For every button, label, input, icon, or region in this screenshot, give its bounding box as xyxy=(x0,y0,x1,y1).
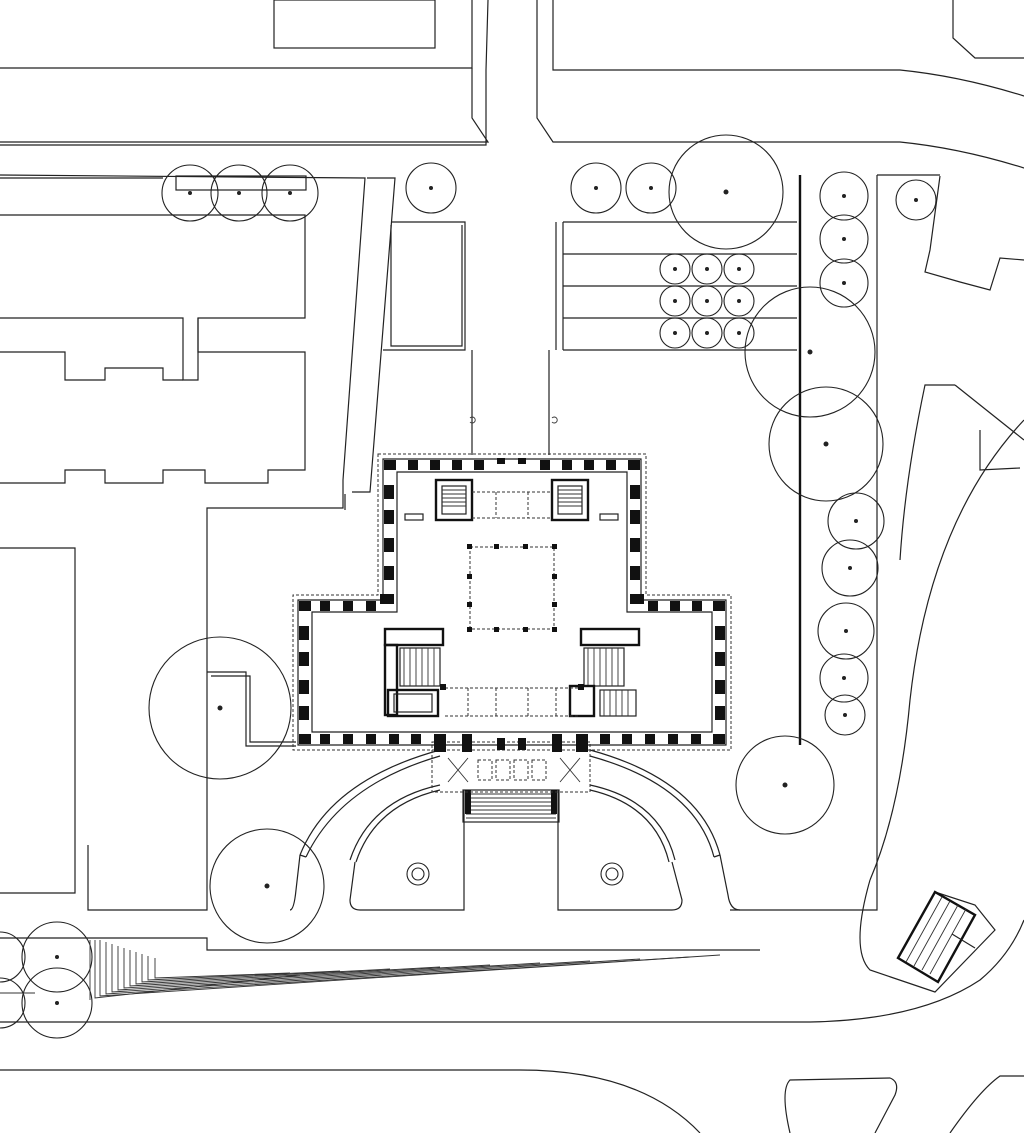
upper-stairs xyxy=(404,478,619,522)
lower-stair-cores xyxy=(383,627,641,718)
marker-right xyxy=(551,416,558,424)
forecourt xyxy=(289,741,741,911)
tree-row-top-right xyxy=(570,134,784,250)
marker-left xyxy=(469,416,476,424)
left-adjacent-buildings xyxy=(0,174,557,911)
planter-circles-forecourt xyxy=(406,862,624,886)
exterior-stair-right xyxy=(859,879,996,993)
central-hall xyxy=(467,544,557,632)
tree-grid-parking xyxy=(659,253,755,349)
stepped-ramp xyxy=(0,937,760,1000)
perimeter-piers xyxy=(299,458,725,752)
right-parking-area xyxy=(562,174,1024,911)
tree-group-left-bottom xyxy=(0,636,325,1039)
main-building xyxy=(292,453,732,752)
trees xyxy=(0,134,937,1039)
tree-column-right xyxy=(735,171,937,835)
tree-row-top-left xyxy=(161,162,457,222)
